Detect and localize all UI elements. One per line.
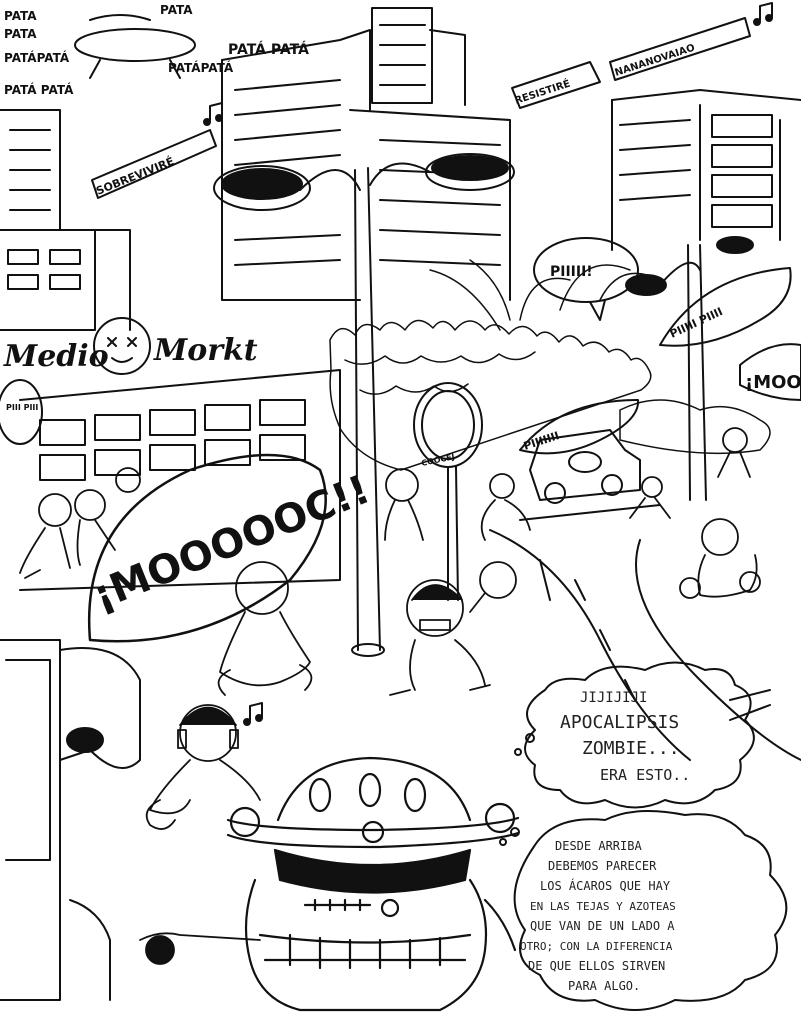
pata-sfx-text: PATÁPATÁ [4, 50, 70, 65]
street-lamp-right [625, 236, 754, 501]
mooc-side-sfx: ¡MOOC [745, 372, 801, 393]
song-banner-left-shape [91, 129, 217, 199]
speech-line: ERA ESTO.. [600, 766, 690, 784]
piii-sign-bubble-shape [659, 267, 792, 347]
song-banner-right-shape [511, 17, 751, 109]
speech-line: EN LAS TEJAS Y AZOTEAS [530, 900, 676, 913]
speech-line: APOCALIPSIS [560, 712, 679, 733]
piii-bubble-left-shape [0, 379, 43, 445]
car [529, 429, 641, 504]
moooc-sfx: ¡MOOOOOC!! [87, 467, 377, 620]
piii-top-sfx: PIIIII! [550, 264, 593, 280]
speech-line: DEBEMOS PARECER [548, 859, 657, 873]
speech-bubble-1-shape [514, 661, 755, 809]
round-sign [413, 382, 483, 601]
piii-bubble-top-shape [533, 237, 639, 321]
speech-line: OTRO; CON LA DIFERENCIA [520, 940, 673, 953]
left-buildings [0, 109, 131, 331]
street-lamp [213, 153, 515, 657]
store-sign-right: Morkt [153, 333, 258, 368]
store-mascot-icon [93, 317, 151, 375]
toy-plane [74, 14, 196, 79]
store-sign-left: Medio [3, 339, 109, 374]
pata-sfx-text: PATÁPATÁ [168, 60, 234, 75]
piii-left-sfx: PIII PIII [6, 403, 38, 412]
pata-sfx-text: PATA [4, 9, 37, 23]
song-banner-right-lower: RESISTIRÉ [513, 77, 572, 107]
pata-sfx-text: PATA [160, 3, 193, 17]
foreground-character [226, 756, 520, 1012]
moooc-bubble-shape [87, 453, 327, 643]
bus [0, 639, 141, 1001]
road [489, 504, 801, 761]
speech-bubble-2: DESDE ARRIBA DEBEMOS PARECER LOS ÁCAROS … [520, 839, 676, 993]
music-note-icons [203, 2, 773, 726]
pata-sfx: PATA PATA PATÁPATÁ PATÁ PATÁ PATÁPATÁ PA… [4, 3, 309, 97]
pata-sfx-text: PATA [4, 27, 37, 41]
speech-bubble-1: JIJIJIJI APOCALIPSIS ZOMBIE... ERA ESTO.… [560, 690, 690, 784]
speech-line: ZOMBIE... [582, 738, 680, 759]
characters [19, 427, 761, 965]
piii-car-sfx: PIIIIIII [522, 429, 561, 453]
store-front [19, 317, 341, 591]
speech-line: DESDE ARRIBA [555, 839, 642, 853]
right-building [611, 89, 801, 251]
piii-car-bubble-shape [519, 399, 640, 455]
pata-sfx-text: PATÁ PATÁ [228, 41, 309, 58]
speech-line: JIJIJIJI [580, 690, 647, 706]
speech-line: LOS ÁCAROS QUE HAY [540, 878, 671, 893]
mooc-side-bubble-shape [739, 343, 801, 401]
pata-sfx-text: PATÁ PATÁ [4, 82, 74, 97]
speech-bubble-2-shape [499, 810, 788, 1011]
speech-line: DE QUE ELLOS SIRVEN [528, 959, 665, 973]
speech-line: PARA ALGO. [568, 979, 640, 993]
speech-line: QUE VAN DE UN LADO A [530, 919, 675, 933]
